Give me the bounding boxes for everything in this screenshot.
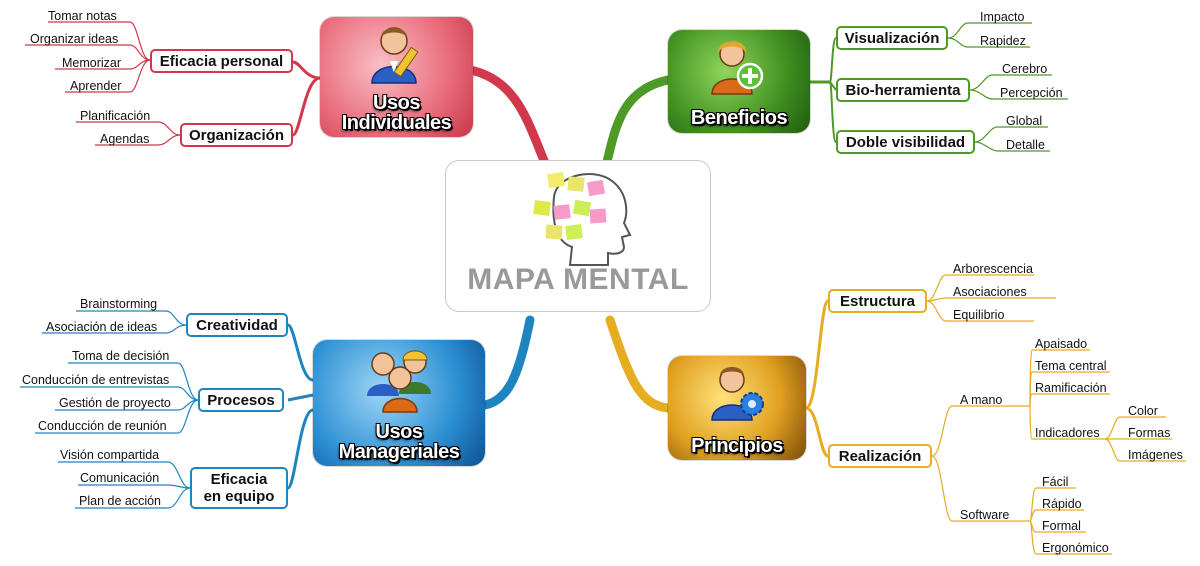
leaf-plan-de-accion[interactable]: Plan de acción [79, 494, 162, 508]
branch-link-individuales [465, 65, 553, 175]
leaf-detalle[interactable]: Detalle [1006, 138, 1045, 152]
node-organizacion[interactable]: Organización [180, 123, 293, 147]
leaf-impacto[interactable]: Impacto [980, 10, 1025, 24]
head-with-sticky-notes-icon [533, 171, 632, 266]
user-with-gear-icon [711, 367, 764, 421]
leaf-rapidez[interactable]: Rapidez [980, 34, 1026, 48]
leaf-imagenes[interactable]: Imágenes [1128, 448, 1183, 462]
leaf-toma-de-decision[interactable]: Toma de decisión [72, 349, 170, 363]
branch-title-manageriales: Usos Manageriales [338, 421, 460, 463]
leaf-rapido[interactable]: Rápido [1042, 497, 1082, 511]
branch-card-manageriales[interactable]: Usos Manageriales [313, 340, 485, 466]
central-title: MAPA MENTAL [467, 263, 689, 296]
branch-link-beneficios [600, 75, 673, 175]
leaf-percepcion[interactable]: Percepción [1000, 86, 1063, 100]
leaf-organizar-ideas[interactable]: Organizar ideas [30, 32, 119, 46]
leaf-conduccion-de-entrevistas[interactable]: Conducción de entrevistas [22, 373, 170, 387]
leaf-facil[interactable]: Fácil [1042, 475, 1069, 489]
leaf-tomar-notas[interactable]: Tomar notas [48, 9, 117, 23]
leaf-asociaciones[interactable]: Asociaciones [953, 285, 1027, 299]
branch-title-beneficios: Beneficios [690, 107, 788, 129]
leaf-tema-central[interactable]: Tema central [1035, 359, 1107, 373]
leaf-color[interactable]: Color [1128, 404, 1158, 418]
leaf-gestion-de-proyecto[interactable]: Gestión de proyecto [59, 396, 171, 410]
node-creatividad[interactable]: Creatividad [186, 313, 288, 337]
node-visualizacion[interactable]: Visualización [836, 26, 948, 50]
branch-title-principios: Principios [691, 435, 783, 457]
leaf-ramificacion[interactable]: Ramificación [1035, 381, 1107, 395]
leaf-equilibrio[interactable]: Equilibrio [953, 308, 1005, 322]
node-doble-visibilidad[interactable]: Doble visibilidad [836, 130, 975, 154]
leaf-memorizar[interactable]: Memorizar [62, 56, 122, 70]
leaf-global[interactable]: Global [1006, 114, 1043, 128]
branch-title-individuales: Usos Individuales [341, 92, 452, 134]
subnode-a-mano[interactable]: A mano [960, 393, 1003, 407]
branch-card-principios[interactable]: Principios [668, 356, 806, 460]
leaf-planificacion[interactable]: Planificación [80, 109, 151, 123]
node-bio-herramienta[interactable]: Bio-herramienta [836, 78, 970, 102]
subnode-software[interactable]: Software [960, 508, 1010, 522]
leaf-arborescencia[interactable]: Arborescencia [953, 262, 1033, 276]
user-group-icon [367, 350, 431, 413]
branch-card-beneficios[interactable]: Beneficios [668, 30, 810, 133]
central-topic[interactable]: MAPA MENTAL [445, 160, 711, 312]
leaf-comunicacion[interactable]: Comunicación [80, 471, 160, 485]
branch-card-individuales[interactable]: Usos Individuales [320, 17, 473, 137]
leaf-aprender[interactable]: Aprender [70, 79, 122, 93]
leaf-brainstorming[interactable]: Brainstorming [80, 297, 158, 311]
user-with-pencil-icon [371, 27, 419, 84]
leaf-conduccion-de-reunion[interactable]: Conducción de reunión [38, 419, 167, 433]
leaf-cerebro[interactable]: Cerebro [1002, 62, 1048, 76]
leaf-vision-compartida[interactable]: Visión compartida [60, 448, 160, 462]
leaf-formas[interactable]: Formas [1128, 426, 1171, 440]
node-eficacia-personal[interactable]: Eficacia personal [150, 49, 293, 73]
subnode-indicadores[interactable]: Indicadores [1035, 426, 1100, 440]
node-estructura[interactable]: Estructura [828, 289, 927, 313]
leaf-agendas[interactable]: Agendas [100, 132, 150, 146]
leaf-formal[interactable]: Formal [1042, 519, 1081, 533]
node-procesos[interactable]: Procesos [198, 388, 284, 412]
leaf-apaisado[interactable]: Apaisado [1035, 337, 1088, 351]
leaf-ergonomico[interactable]: Ergonómico [1042, 541, 1109, 555]
leaf-asociacion-de-ideas[interactable]: Asociación de ideas [46, 320, 158, 334]
node-realizacion[interactable]: Realización [828, 444, 932, 468]
branch-link-manageriales [480, 315, 535, 410]
node-eficacia-en-equipo[interactable]: Eficacia en equipo [190, 467, 288, 509]
user-with-plus-icon [711, 41, 764, 95]
branch-link-principios [605, 315, 673, 413]
